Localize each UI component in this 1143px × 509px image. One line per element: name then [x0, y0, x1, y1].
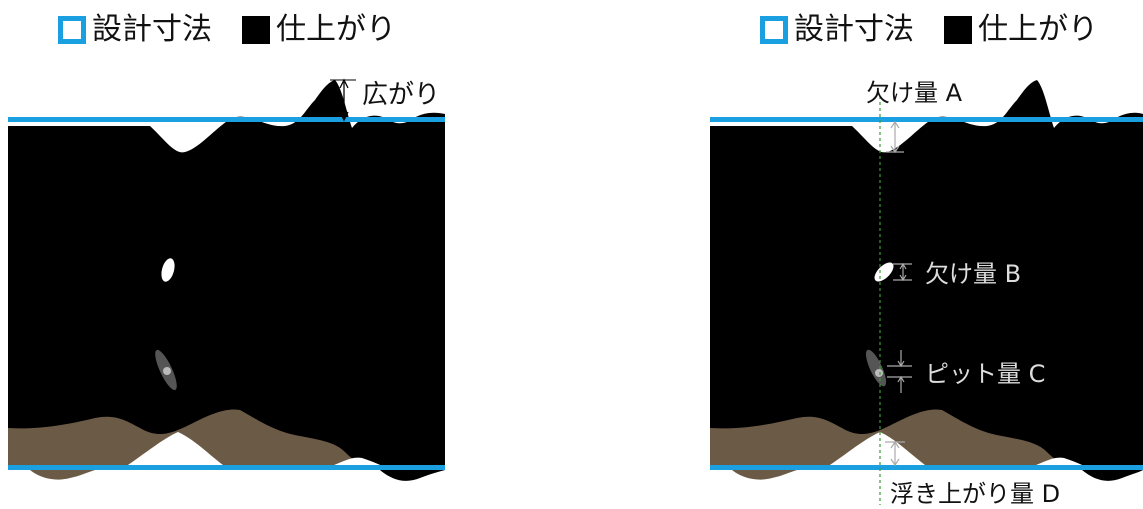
design-dimension-label: 設計寸法	[92, 12, 212, 47]
design-line-bottom	[8, 465, 445, 470]
label-d: 浮き上がり量 D	[890, 480, 1060, 508]
design-line-bottom	[710, 465, 1143, 470]
underlay-band	[710, 409, 1082, 470]
bottom-gap	[120, 432, 230, 470]
legend-right: 設計寸法 仕上がり	[760, 8, 1098, 52]
design-dimension-label: 設計寸法	[794, 12, 914, 47]
bottom-gap	[822, 432, 932, 470]
design-line-top	[710, 117, 1143, 122]
finish-label: 仕上がり	[276, 12, 396, 47]
bottom-protrusion	[30, 470, 95, 480]
bottom-protrusion	[380, 470, 445, 481]
pit-center	[163, 367, 171, 375]
arrow-head	[890, 458, 900, 467]
left-panel: 広がり	[8, 78, 445, 481]
void	[161, 258, 175, 282]
design-dimension-swatch	[58, 16, 86, 44]
underlay-band	[8, 409, 380, 470]
label-a: 欠け量 A	[866, 79, 963, 107]
bottom-protrusion	[1082, 470, 1143, 481]
finish-swatch	[242, 16, 270, 44]
arrow-head	[890, 120, 900, 129]
finish-body	[710, 80, 1143, 470]
arrow-head	[897, 360, 905, 368]
arrow-head	[899, 262, 907, 270]
finish-body	[8, 80, 445, 470]
arrow-head	[890, 440, 900, 449]
void	[874, 262, 894, 282]
right-panel: 欠け量 A 欠け量 B ピット量 C 浮き上がり量 D	[710, 79, 1143, 508]
label-c: ピット量 C	[925, 360, 1045, 388]
spread-label: 広がり	[362, 80, 440, 110]
arrow-head	[899, 274, 907, 282]
finish-label: 仕上がり	[978, 12, 1098, 47]
arrow-head	[339, 111, 349, 122]
legend-left: 設計寸法 仕上がり	[58, 8, 396, 52]
design-dimension-swatch	[760, 16, 788, 44]
arrow-head	[897, 375, 905, 383]
bottom-protrusion	[732, 470, 797, 480]
arrow-head	[890, 145, 900, 154]
pit-center	[875, 369, 883, 377]
design-line-top	[8, 117, 445, 122]
finish-swatch	[944, 16, 972, 44]
label-b: 欠け量 B	[925, 260, 1021, 288]
pit	[865, 349, 887, 387]
